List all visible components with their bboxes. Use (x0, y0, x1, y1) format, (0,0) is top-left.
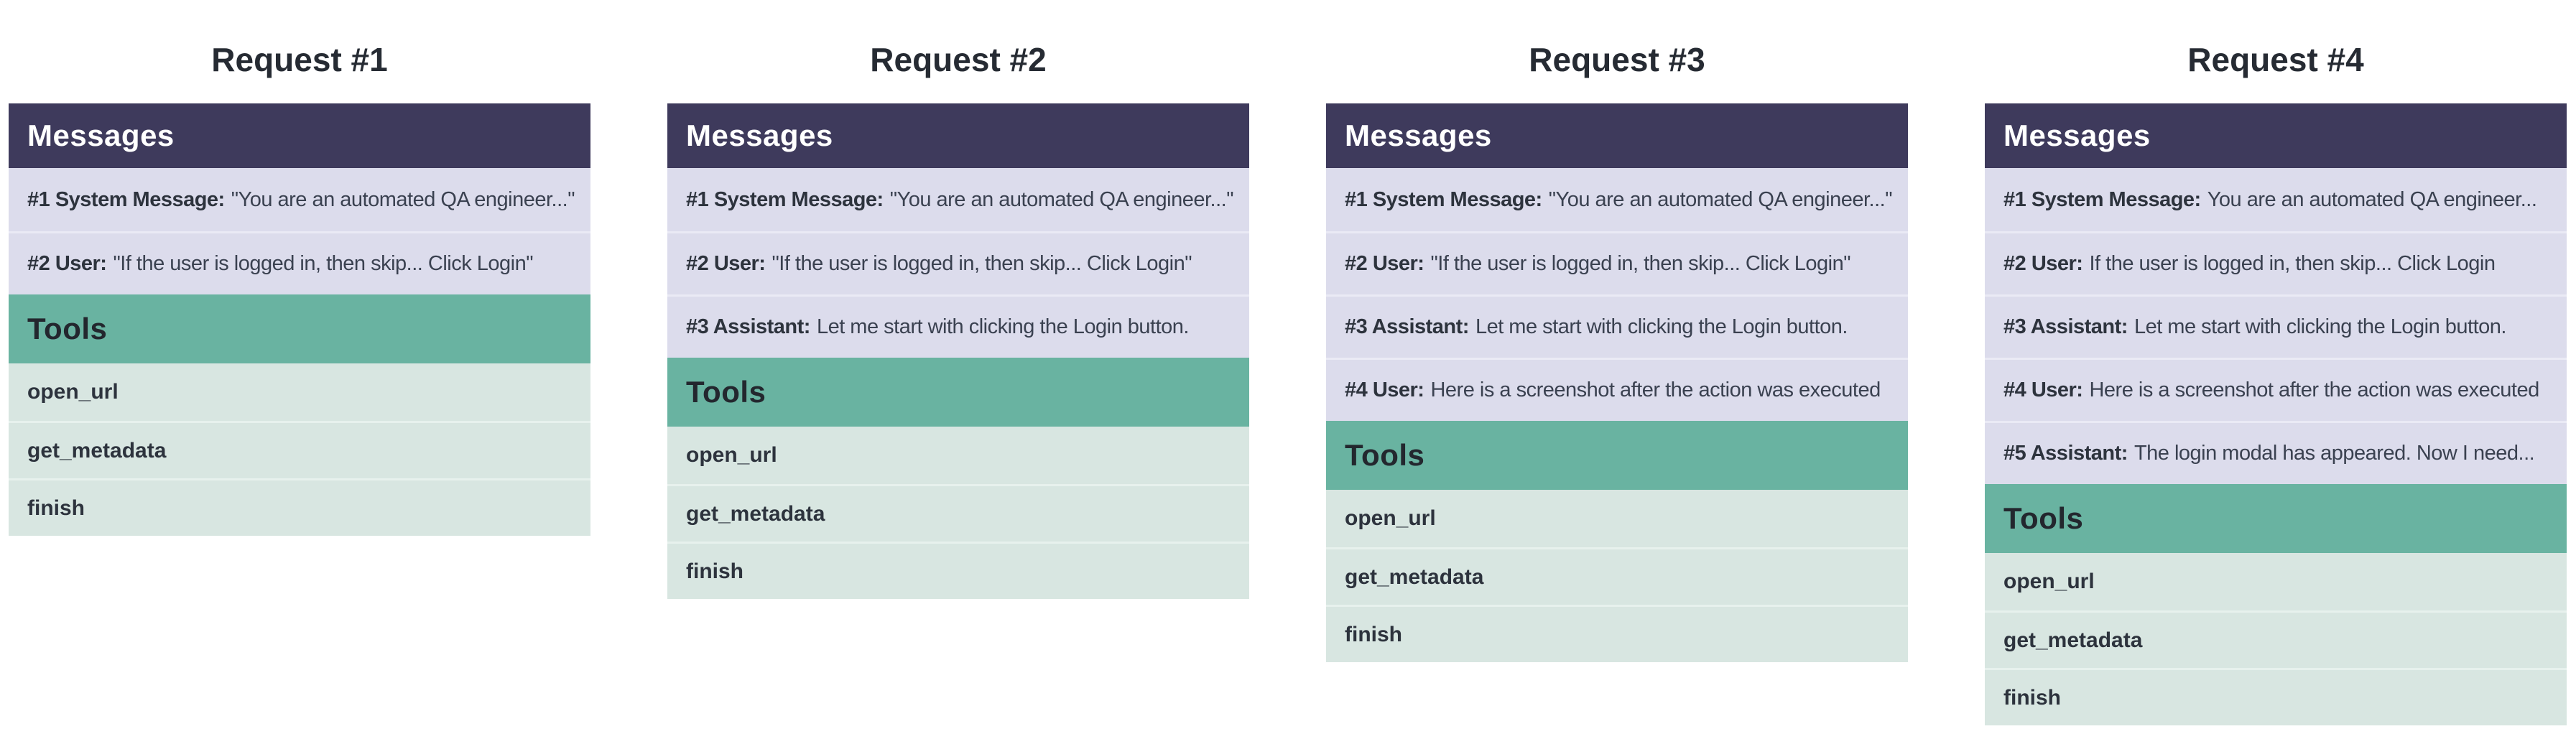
tool-row: finish (667, 542, 1249, 599)
messages-header: Messages (1326, 103, 1908, 168)
message-text: Here is a screenshot after the action wa… (2089, 378, 2539, 401)
tool-row: open_url (9, 363, 590, 421)
message-text: "If the user is logged in, then skip... … (113, 252, 534, 275)
message-label: #1 System Message: (686, 187, 884, 211)
tools-header: Tools (1326, 421, 1908, 490)
message-label: #2 User: (2003, 252, 2083, 275)
message-text: "If the user is logged in, then skip... … (1430, 252, 1851, 275)
message-label: #2 User: (27, 252, 107, 275)
tool-row: finish (1326, 605, 1908, 662)
message-label: #5 Assistant: (2003, 442, 2128, 465)
request-panel: Messages #1 System Message: "You are an … (667, 103, 1249, 599)
column-title: Request #2 (870, 41, 1047, 78)
tool-row: get_metadata (667, 484, 1249, 542)
message-row: #2 User: "If the user is logged in, then… (1326, 231, 1908, 294)
message-label: #4 User: (2003, 378, 2083, 401)
tool-row: open_url (667, 427, 1249, 484)
message-row: #3 Assistant: Let me start with clicking… (1985, 294, 2567, 358)
request-column-4: Request #4 Messages #1 System Message: Y… (1985, 0, 2567, 725)
message-row: #2 User: "If the user is logged in, then… (9, 231, 590, 294)
tool-row: get_metadata (1326, 547, 1908, 605)
tool-row: get_metadata (9, 421, 590, 478)
message-label: #4 User: (1345, 378, 1424, 401)
tools-header: Tools (1985, 484, 2567, 553)
message-row: #3 Assistant: Let me start with clicking… (667, 294, 1249, 358)
request-panel: Messages #1 System Message: "You are an … (9, 103, 590, 536)
message-row: #3 Assistant: Let me start with clicking… (1326, 294, 1908, 358)
message-row: #1 System Message: "You are an automated… (1326, 168, 1908, 231)
message-row: #1 System Message: "You are an automated… (667, 168, 1249, 231)
message-text: Let me start with clicking the Login but… (816, 315, 1190, 338)
message-row: #2 User: If the user is logged in, then … (1985, 231, 2567, 294)
message-label: #1 System Message: (1345, 187, 1542, 211)
message-row: #1 System Message: You are an automated … (1985, 168, 2567, 231)
message-text: The login modal has appeared. Now I need… (2133, 442, 2535, 465)
messages-header: Messages (1985, 103, 2567, 168)
messages-header: Messages (9, 103, 590, 168)
message-text: Let me start with clicking the Login but… (1475, 315, 1848, 338)
message-text: "You are an automated QA engineer..." (889, 187, 1234, 211)
request-column-3: Request #3 Messages #1 System Message: "… (1326, 0, 1908, 662)
request-panel: Messages #1 System Message: "You are an … (1326, 103, 1908, 662)
message-text: You are an automated QA engineer... (2207, 187, 2537, 211)
message-text: "If the user is logged in, then skip... … (772, 252, 1192, 275)
tool-row: finish (1985, 668, 2567, 725)
message-text: Let me start with clicking the Login but… (2133, 315, 2507, 338)
column-title: Request #1 (211, 41, 388, 78)
message-text: "You are an automated QA engineer..." (1548, 187, 1893, 211)
message-row: #1 System Message: "You are an automated… (9, 168, 590, 231)
tool-row: get_metadata (1985, 610, 2567, 668)
message-label: #3 Assistant: (2003, 315, 2128, 338)
message-label: #2 User: (686, 252, 766, 275)
message-row: #4 User: Here is a screenshot after the … (1326, 358, 1908, 421)
message-label: #1 System Message: (27, 187, 225, 211)
tools-header: Tools (9, 294, 590, 363)
request-column-2: Request #2 Messages #1 System Message: "… (667, 0, 1249, 599)
messages-header: Messages (667, 103, 1249, 168)
message-label: #3 Assistant: (1345, 315, 1469, 338)
tool-row: finish (9, 478, 590, 536)
message-text: "You are an automated QA engineer..." (231, 187, 575, 211)
message-label: #3 Assistant: (686, 315, 810, 338)
message-label: #1 System Message: (2003, 187, 2201, 211)
tools-header: Tools (667, 358, 1249, 427)
request-panel: Messages #1 System Message: You are an a… (1985, 103, 2567, 725)
message-text: If the user is logged in, then skip... C… (2089, 252, 2496, 275)
message-label: #2 User: (1345, 252, 1424, 275)
tool-row: open_url (1985, 553, 2567, 610)
request-column-1: Request #1 Messages #1 System Message: "… (9, 0, 590, 536)
message-text: Here is a screenshot after the action wa… (1430, 378, 1881, 401)
tool-row: open_url (1326, 490, 1908, 547)
message-row: #5 Assistant: The login modal has appear… (1985, 421, 2567, 484)
column-title: Request #4 (2187, 41, 2364, 78)
column-title: Request #3 (1529, 41, 1705, 78)
message-row: #2 User: "If the user is logged in, then… (667, 231, 1249, 294)
message-row: #4 User: Here is a screenshot after the … (1985, 358, 2567, 421)
